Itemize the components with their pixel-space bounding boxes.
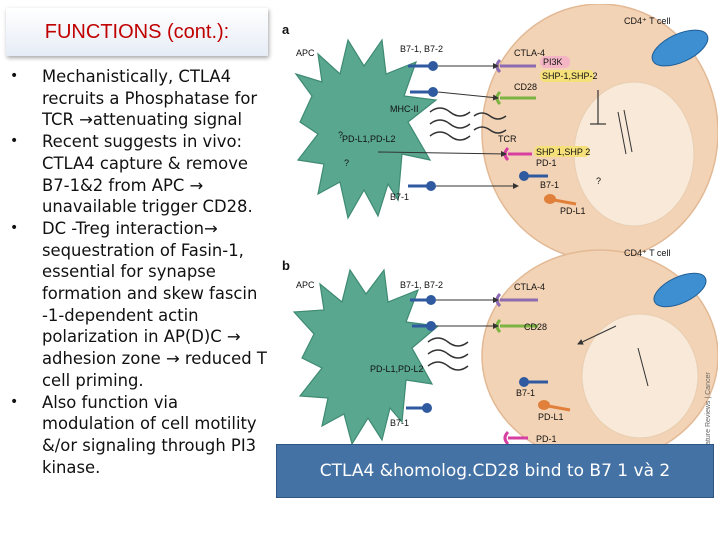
pdl1-label-b: PD-L1 (538, 412, 564, 422)
b7-right-label-b: B7-1 (516, 388, 535, 398)
b7-left-label-a: B7-1 (390, 192, 409, 202)
mitochondrion-b (653, 272, 707, 308)
bullet-text: Recent suggests in vivo: CTLA4 capture &… (42, 132, 253, 217)
pd1-label-a: PD-1 (536, 158, 557, 168)
arrow-pdl-pd1 (377, 150, 507, 157)
pd1-label-b: PD-1 (536, 434, 557, 444)
mhc-tcr-complex (429, 107, 507, 141)
nucleus-b (581, 313, 699, 439)
signal-slash-1 (617, 111, 627, 155)
b7-on-tcell-a (519, 171, 548, 181)
pdl-label-b: PD-L1,PD-L2 (370, 364, 424, 374)
panel-b: b CD4⁺ T cell APC B7-1, B7-2 PD-L1,PD-L2… (282, 248, 718, 460)
b7-label-b: B7-1, B7-2 (400, 280, 443, 290)
pdl-label-a: PD-L1,PD-L2 (342, 134, 396, 144)
bullet-marker: • (10, 133, 19, 150)
bullet-item: • Mechanistically, CTLA4 recruits a Phos… (10, 66, 272, 131)
bullet-list: • Mechanistically, CTLA4 recruits a Phos… (10, 66, 272, 478)
cd28-label-b: CD28 (524, 322, 547, 332)
apc-label-a: APC (296, 48, 315, 58)
panel-b-letter: b (282, 258, 290, 273)
bullet-item: • Recent suggests in vivo: CTLA4 capture… (10, 131, 272, 218)
caption-text: CTLA4 &homolog.CD28 bind to B7 1 và 2 (319, 461, 671, 481)
signal-slash-2 (623, 109, 633, 153)
bullet-text: Also function via modulation of cell mot… (42, 392, 257, 477)
pdl1-on-tcell-a (544, 194, 577, 206)
pdl1-on-tcell-b (538, 400, 571, 412)
slide-title: FUNCTIONS (cont.): (44, 20, 230, 43)
bullet-item: • DC -Treg interaction→ sequestration of… (10, 218, 272, 392)
cd28-label-a: CD28 (514, 82, 537, 92)
question-2: ? (344, 158, 349, 168)
tcr-label: TCR (498, 134, 517, 144)
ctla4-mechanism-figure: a CD4⁺ T cell APC B7-1, B7-2 MHC-II TCR (282, 4, 718, 460)
title-box: FUNCTIONS (cont.): (6, 8, 268, 56)
shp-box-low (534, 146, 590, 157)
mhc-complex-b (427, 337, 469, 371)
mitochondrion-a (651, 29, 709, 67)
pdl1-label-a: PD-L1 (560, 206, 586, 216)
arrow-b7-cd28 (437, 91, 499, 101)
bullet-text: DC -Treg interaction→ sequestration of F… (42, 218, 267, 390)
apc-label-b: APC (296, 280, 315, 290)
signal-slash-b (637, 347, 649, 387)
t-cell-label-a: CD4⁺ T cell (624, 16, 670, 26)
bullet-marker: • (10, 219, 19, 236)
panel-a: a CD4⁺ T cell APC B7-1, B7-2 MHC-II TCR (282, 4, 718, 261)
shp-label-top: SHP-1,SHP-2 (542, 71, 598, 81)
panel-a-letter: a (282, 22, 290, 37)
bullet-item: • Also function via modulation of cell m… (10, 392, 272, 479)
b7-label-top-a: B7-1, B7-2 (400, 44, 443, 54)
shp-box-top (540, 70, 594, 82)
question-1: ? (338, 130, 343, 140)
signal-arrow-b (577, 325, 617, 345)
b7-receptors-a (408, 61, 438, 191)
bullet-text: Mechanistically, CTLA4 recruits a Phosph… (42, 67, 258, 130)
question-3: ? (596, 176, 601, 186)
pi3k-label: PI3K (543, 57, 563, 67)
pi3k-box (540, 56, 570, 68)
mhc-label: MHC-II (390, 104, 419, 114)
shp-label-low: SHP 1,SHP 2 (536, 147, 590, 157)
nucleus-a (573, 81, 695, 227)
ctla4-label-b: CTLA-4 (514, 282, 545, 292)
bullet-marker: • (10, 393, 19, 410)
b7-on-tcell-b (519, 377, 548, 387)
b7-receptors-b (406, 295, 436, 413)
apc-cell-a (294, 38, 438, 220)
caption-box: CTLA4 &homolog.CD28 bind to B7 1 và 2 (276, 444, 714, 498)
b7-left-label-b: B7-1 (390, 418, 409, 428)
apc-cell-b (292, 268, 440, 446)
bullet-marker: • (10, 68, 19, 84)
ctla4-label-a: CTLA-4 (514, 48, 545, 58)
pd1-receptor-b (503, 430, 528, 446)
figure-credit: Nature Reviews | Cancer (705, 372, 712, 450)
t-cell-label-b: CD4⁺ T cell (624, 248, 670, 258)
b7-right-label-a: B7-1 (540, 180, 559, 190)
